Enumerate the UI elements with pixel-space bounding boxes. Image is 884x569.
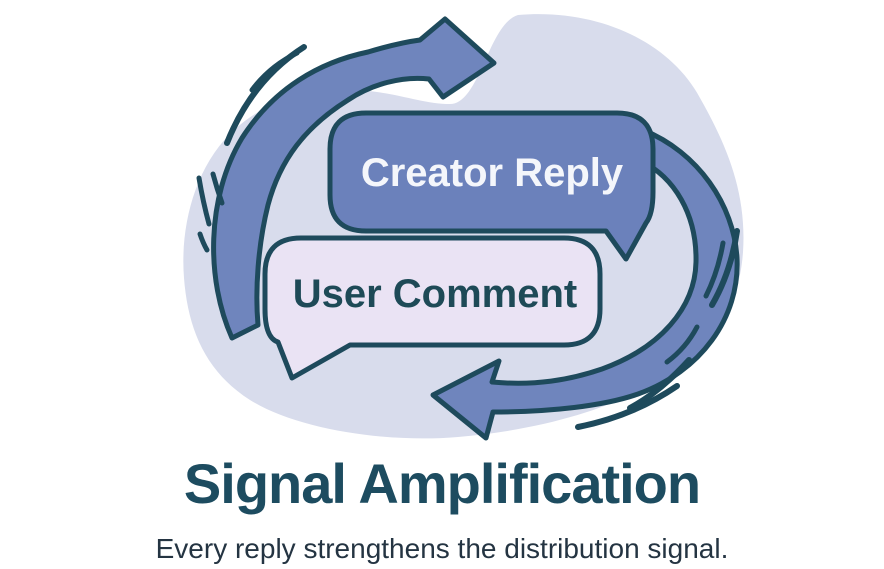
loop-arrow-bottom-band xyxy=(430,127,740,441)
speed-line-bottom-right-1 xyxy=(627,357,692,411)
speed-line-left-1 xyxy=(196,175,212,227)
creator-bubble-label: Creator Reply xyxy=(361,151,624,195)
speed-line-right-1 xyxy=(709,228,740,308)
loop-arrow-top-band xyxy=(211,16,497,341)
speed-lines xyxy=(196,44,740,430)
speed-line-left-2 xyxy=(210,171,225,206)
page-subtitle: Every reply strengthens the distribution… xyxy=(156,533,729,564)
user-bubble-label: User Comment xyxy=(293,272,578,316)
speed-line-right-2 xyxy=(703,240,726,299)
speed-line-top-left-short xyxy=(249,50,300,93)
speed-line-bottom-right-2 xyxy=(575,383,680,430)
page-title: Signal Amplification xyxy=(184,452,700,515)
speed-line-right-3 xyxy=(664,324,700,365)
user-bubble xyxy=(262,235,603,381)
speed-line-left-3 xyxy=(197,231,210,253)
creator-bubble xyxy=(327,110,656,262)
